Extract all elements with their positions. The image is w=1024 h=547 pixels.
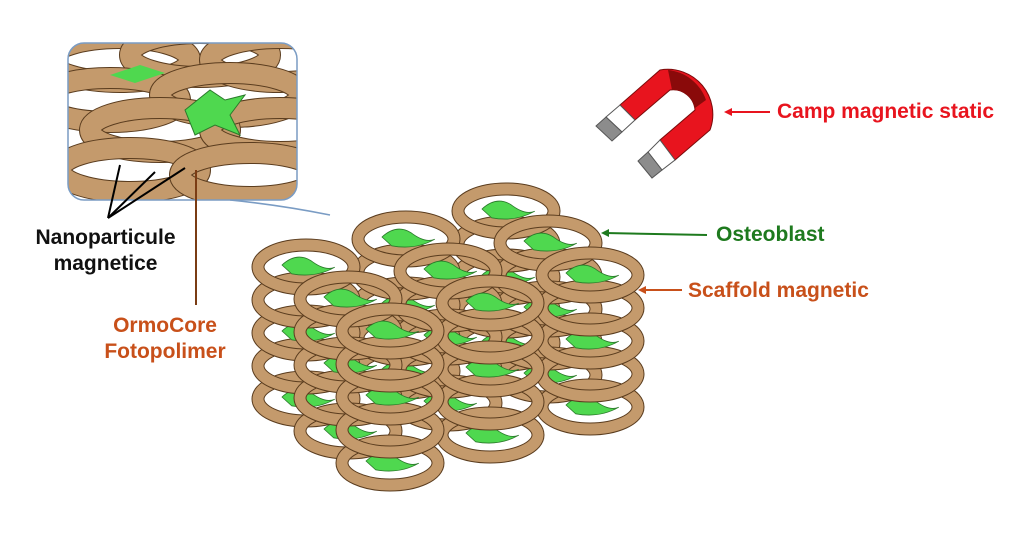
osteoblast-cell bbox=[423, 260, 477, 280]
osteoblast-cell bbox=[481, 200, 535, 220]
nanoparticles-label: Nanoparticule magnetice bbox=[18, 225, 193, 277]
ormocore-label: OrmoCore Fotopolimer bbox=[100, 313, 230, 365]
horseshoe-magnet-icon bbox=[595, 68, 714, 179]
ormocore-label-line2: Fotopolimer bbox=[104, 340, 226, 363]
osteoblast-cell bbox=[323, 288, 377, 308]
osteoblast-cell bbox=[381, 228, 435, 248]
ormocore-label-line1: OrmoCore bbox=[113, 314, 217, 337]
osteoblast-cell bbox=[184, 89, 247, 136]
scaffold-label: Scaffold magnetic bbox=[688, 279, 869, 302]
osteoblast-label: Osteoblast bbox=[716, 223, 825, 246]
osteoblast-cell bbox=[565, 264, 619, 284]
osteoblast-cell bbox=[365, 320, 419, 340]
osteoblast-cell bbox=[281, 256, 335, 276]
scaffold-3d-illustration bbox=[251, 182, 645, 492]
magnetic-field-label: Camp magnetic static bbox=[777, 100, 995, 123]
nanoparticles-label-line1: Nanoparticule bbox=[35, 226, 176, 249]
osteoblast-cell bbox=[465, 292, 519, 312]
osteoblast-cell bbox=[523, 232, 577, 252]
nanoparticles-label-line2: magnetice bbox=[53, 252, 158, 275]
inset-magnified-view bbox=[67, 42, 331, 216]
annotation-arrows bbox=[107, 108, 770, 305]
